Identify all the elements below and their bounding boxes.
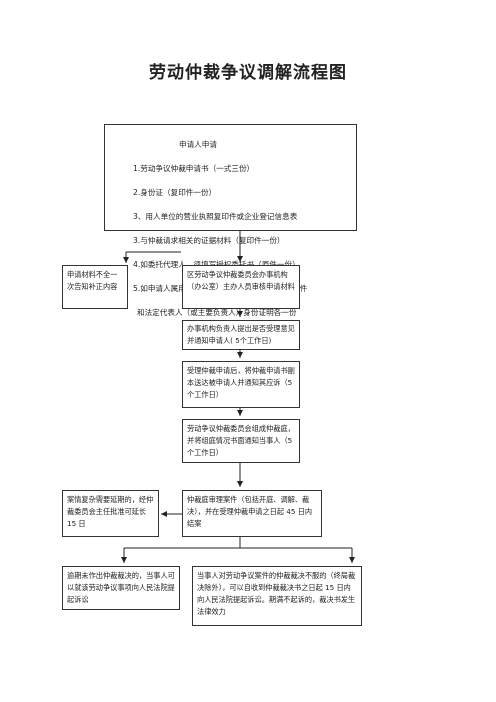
lawsuit-box: 当事人对劳动争议案件的仲裁裁决不服的（终局裁决除外），可以自收到仲裁裁决书之日起…: [192, 566, 362, 626]
apply-item: 4.如委托代理人，须填写授权委托书（原件一份）: [133, 259, 352, 271]
apply-item: 2.身份证（复印件一份）: [133, 188, 217, 197]
page-title: 劳动仲裁争议调解流程图: [149, 63, 347, 83]
apply-item: 3、用人单位的营业执照复印件或企业登记信息表: [133, 212, 298, 221]
incomplete-box: 申请材料不全一次告知补正内容: [62, 265, 128, 309]
overdue-box: 逾期未作出仲裁裁决的，当事人可以就该劳动争议事项向人民法院提起诉讼: [62, 566, 180, 610]
apply-item: 1.劳动争议仲裁申请书（一式三份）: [133, 164, 255, 173]
hearing-box: 仲裁庭审理案件（包括开庭、调解、裁决），并在受理仲裁申请之日起 45 日内结案: [182, 490, 322, 537]
apply-box: 申请人申请 1.劳动争议仲裁申请书（一式三份） 2.身份证（复印件一份） 3、用…: [104, 124, 357, 317]
decide-box: 办事机构负责人提出是否受理意见并通知申请人( 5个工作日): [182, 320, 300, 350]
extend-box: 案情复杂需要延期的，经仲裁委员会主任批准可延长 15 日: [62, 490, 159, 537]
review-box: 区劳动争议仲裁委员会办事机构（办公室）主办人员审核申请材料: [182, 265, 300, 309]
apply-item: 和法定代表人（或主要负责人）身份证明各一份: [137, 308, 297, 317]
apply-item: 3.与仲裁请求相关的证据材料（复印件一份）: [133, 236, 285, 245]
apply-heading: 申请人申请: [179, 140, 217, 149]
deliver-box: 受理仲裁申请后，将仲裁申请书副本送达被申请人并通知其应诉（5个工作日）: [182, 361, 300, 408]
tribunal-box: 劳动争议仲裁委员会组成仲裁庭，并将组庭情况书面通知当事人（5个工作日）: [182, 419, 300, 463]
